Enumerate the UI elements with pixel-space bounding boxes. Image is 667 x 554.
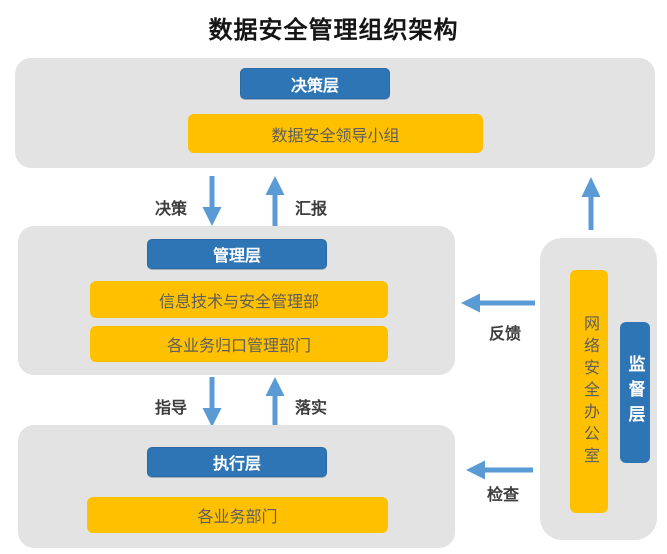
inspect-label: 检查 [487,487,520,504]
supervision-layer-panel: 网络安全办公室 监督层 [540,238,657,540]
supervise-up-arrow-icon [581,177,601,230]
implement-label: 落实 [295,400,328,417]
business-mgmt-dept-box: 各业务归口管理部门 [90,326,388,362]
management-layer-header: 管理层 [147,239,327,269]
decision-layer-header: 决策层 [240,68,390,99]
execution-layer-header: 执行层 [147,447,327,477]
business-dept-box: 各业务部门 [87,497,388,533]
inspect-left-arrow-icon [466,460,533,480]
decision-layer-panel: 决策层 数据安全领导小组 [15,58,655,168]
decide-down-arrow-icon [202,176,222,226]
execution-layer-panel: 执行层 各业务部门 [18,425,455,548]
supervision-layer-header: 监督层 [620,322,650,463]
page-title: 数据安全管理组织架构 [208,17,459,44]
report-label: 汇报 [295,201,328,218]
feedback-left-arrow-icon [461,293,535,313]
network-security-office-box: 网络安全办公室 [570,270,608,513]
implement-up-arrow-icon [265,377,285,427]
feedback-label: 反馈 [489,326,522,343]
guide-down-arrow-icon [202,377,222,427]
management-layer-panel: 管理层 信息技术与安全管理部 各业务归口管理部门 [18,226,455,375]
it-security-dept-box: 信息技术与安全管理部 [90,281,388,318]
decide-label: 决策 [154,201,187,218]
data-security-leading-group-box: 数据安全领导小组 [182,109,483,153]
report-up-arrow-icon [265,176,285,226]
guide-label: 指导 [154,400,187,417]
